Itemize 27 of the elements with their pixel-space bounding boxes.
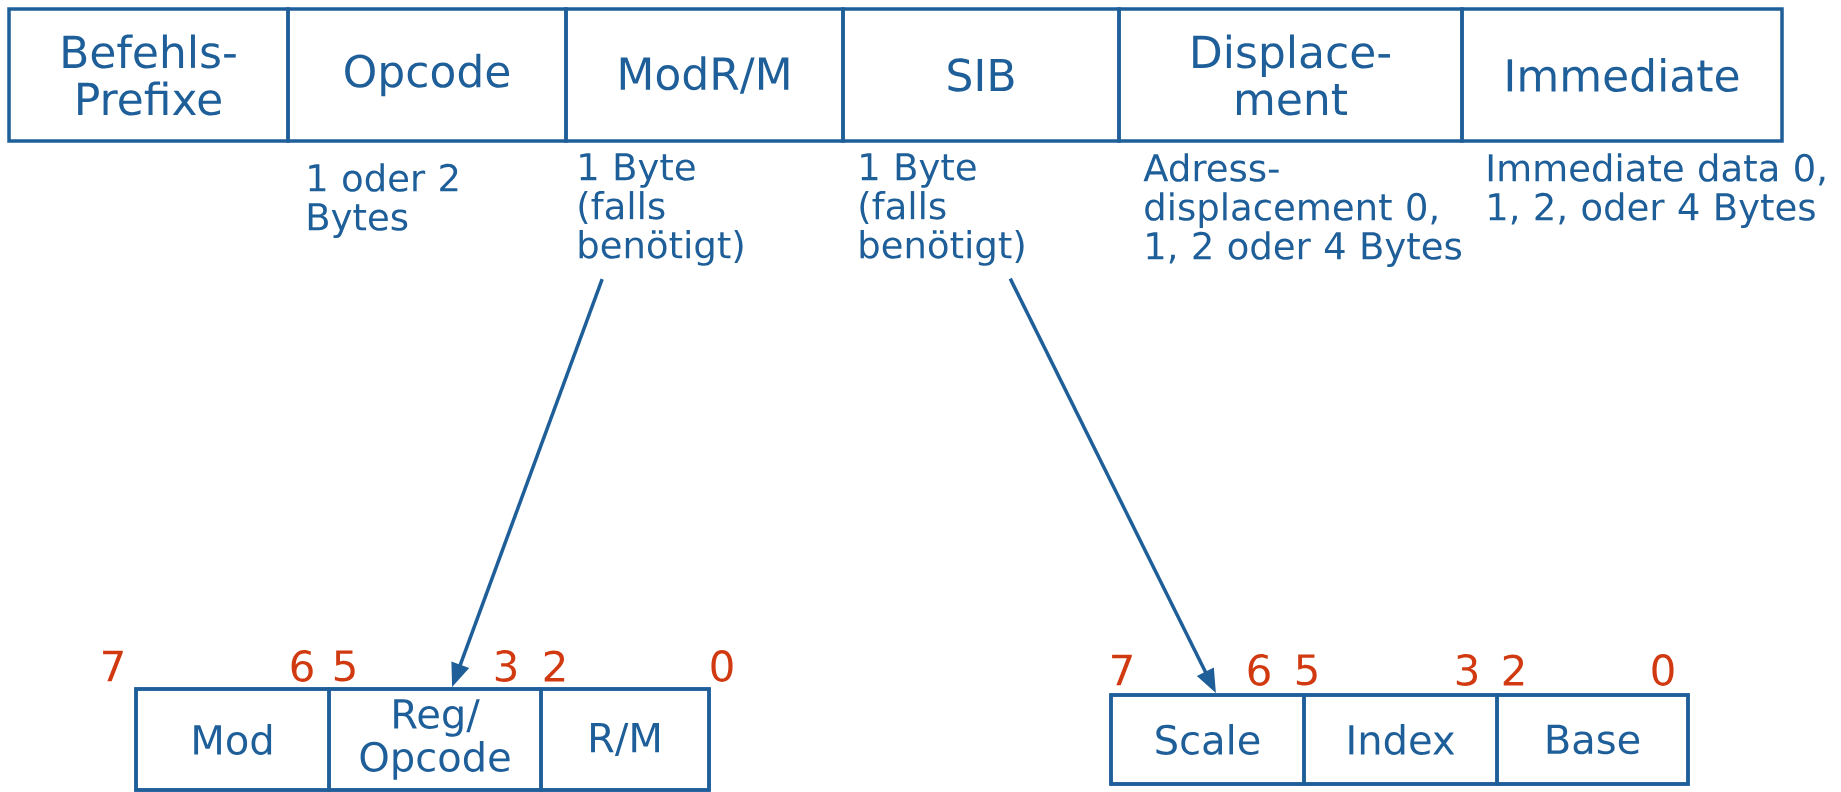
field-box: Index — [1302, 693, 1499, 786]
bit-number: 3 — [495, 650, 516, 682]
field-box: Reg/ Opcode — [327, 687, 543, 792]
instruction-field-box: Opcode — [286, 7, 568, 143]
bit-number: 0 — [711, 650, 733, 682]
bit-number: 7 — [103, 650, 123, 682]
field-box: Base — [1495, 693, 1690, 786]
field-description: 1 Byte (falls benötigt) — [860, 153, 1024, 266]
field-box: Scale — [1109, 693, 1306, 786]
field-description: Immediate data 0, 1, 2, oder 4 Bytes — [1488, 153, 1825, 228]
bit-number: 2 — [544, 650, 565, 682]
field-box: Mod — [134, 687, 331, 792]
instruction-field-box: Befehls- Prefixe — [7, 7, 290, 143]
field-box: R/M — [539, 687, 711, 792]
bit-number: 6 — [291, 650, 313, 682]
field-description: Adress- displacement 0, 1, 2 oder 4 Bytes — [1143, 153, 1461, 267]
bit-number: 2 — [1503, 654, 1524, 686]
field-description: 1 Byte (falls benötigt) — [579, 153, 743, 266]
bit-number: 5 — [334, 650, 355, 682]
field-description: 1 oder 2 Bytes — [308, 163, 458, 238]
bit-number: 5 — [1296, 654, 1317, 686]
instruction-field-box: Displace- ment — [1117, 7, 1464, 143]
instruction-field-box: SIB — [841, 7, 1121, 143]
instruction-field-box: ModR/M — [564, 7, 845, 143]
bit-number: 6 — [1248, 654, 1270, 686]
bit-number: 3 — [1456, 654, 1477, 686]
instruction-field-box: Immediate — [1460, 7, 1784, 143]
